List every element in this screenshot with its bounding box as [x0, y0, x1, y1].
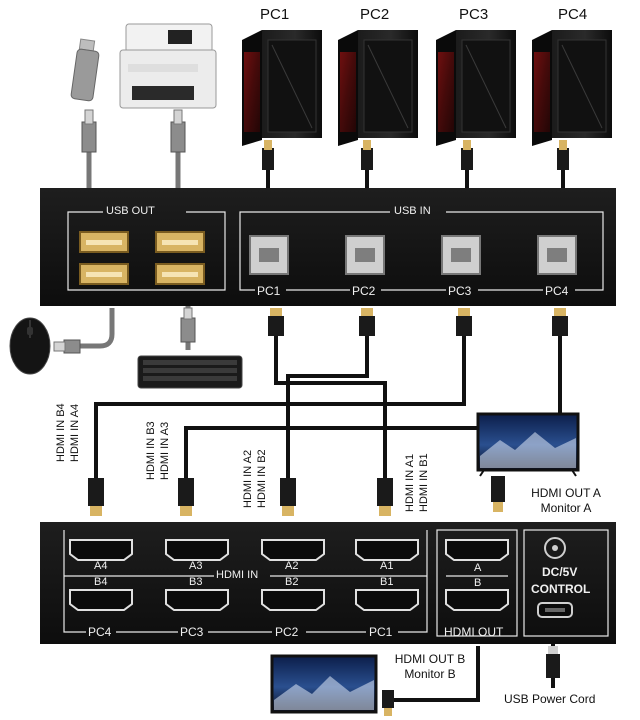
- mouse-usb-cable: [53, 308, 115, 354]
- pc1-tower: [242, 30, 322, 146]
- monitor-a-line2: Monitor A: [540, 501, 592, 515]
- hdmi-out-b-label: B: [474, 577, 482, 589]
- monitor-b-caption: HDMI OUT B Monitor B: [380, 652, 480, 682]
- cable-label-b1: HDMI IN B1: [418, 453, 430, 512]
- monitor-b: [270, 646, 480, 716]
- hdmi-out-a-label: A: [474, 562, 482, 574]
- usb-flash-drive: [70, 38, 100, 102]
- printer: [119, 23, 217, 109]
- pc2-title: PC2: [360, 6, 390, 23]
- pair-label-b4: B4: [94, 576, 108, 588]
- pc3-title: PC3: [459, 6, 489, 23]
- pc4-title: PC4: [558, 6, 588, 23]
- pair-label-b3: B3: [189, 576, 203, 588]
- cable-label-b2: HDMI IN B2: [256, 449, 268, 508]
- usb-power-cord-label: USB Power Cord: [504, 692, 596, 706]
- usb-in-port-label-pc2: PC2: [352, 284, 376, 298]
- hdmi-in-cable-labels: HDMI IN B4 HDMI IN A4 HDMI IN B3 HDMI IN…: [55, 403, 430, 512]
- usb-in-port-label-pc1: PC1: [257, 284, 281, 298]
- kvm-top-panel: [40, 188, 616, 306]
- cable-label-a1: HDMI IN A1: [404, 454, 416, 512]
- mouse: [9, 317, 51, 375]
- usb-in-port-label-pc3: PC3: [448, 284, 472, 298]
- usb-in-ports: [249, 235, 577, 275]
- pc-usb-cables: [262, 140, 569, 188]
- pair-label-b1: B1: [380, 576, 394, 588]
- hdmi-plugs-upper: [268, 308, 568, 336]
- keyboard-usb-cable: [180, 306, 196, 350]
- pc3-tower: [436, 30, 516, 146]
- pc4-tower: [532, 30, 612, 146]
- cable-label-a3: HDMI IN A3: [159, 422, 171, 480]
- monitor-a-caption: HDMI OUT A Monitor A: [510, 486, 622, 516]
- bottom-pc2-label: PC2: [275, 625, 299, 639]
- hdmi-in-label: HDMI IN: [216, 569, 259, 581]
- cable-label-b4: HDMI IN B4: [55, 403, 67, 462]
- hdmi-in-ports: [69, 539, 419, 611]
- pc2-tower: [338, 30, 418, 146]
- usb-in-port-label-pc4: PC4: [545, 284, 569, 298]
- bottom-pc4-label: PC4: [88, 625, 112, 639]
- pair-label-a1: A1: [380, 560, 394, 572]
- usb-out-label: USB OUT: [106, 205, 155, 217]
- bottom-pc3-label: PC3: [180, 625, 204, 639]
- usb-out-bracket: [67, 211, 226, 291]
- monitor-b-line2: Monitor B: [404, 667, 456, 681]
- monitor-a-line1: HDMI OUT A: [531, 486, 601, 500]
- peripheral-usb-cables: [81, 109, 186, 188]
- usb-power-cord: [546, 644, 560, 688]
- pair-label-a4: A4: [94, 560, 108, 572]
- monitor-b-line1: HDMI OUT B: [394, 652, 466, 666]
- power-dc-label: DC/5V: [542, 565, 578, 579]
- hdmi-out-section: [436, 529, 518, 637]
- usb-in-label: USB IN: [394, 205, 431, 217]
- keyboard: [137, 355, 243, 389]
- usb-out-ports: [79, 231, 205, 285]
- bottom-pc1-label: PC1: [369, 625, 393, 639]
- power-control-label: CONTROL: [531, 582, 591, 596]
- power-section: [523, 529, 609, 637]
- pair-label-a3: A3: [189, 560, 203, 572]
- pair-label-a2: A2: [285, 560, 299, 572]
- monitor-a: [476, 412, 580, 512]
- usb-in-bracket: [239, 211, 604, 291]
- hdmi-cables: [94, 330, 562, 478]
- cable-label-b3: HDMI IN B3: [145, 421, 157, 480]
- cable-label-a2: HDMI IN A2: [242, 450, 254, 508]
- kvm-bottom-panel: [40, 522, 616, 644]
- cable-label-a4: HDMI IN A4: [69, 404, 81, 462]
- hdmi-plugs-lower: [88, 478, 393, 516]
- hdmi-in-bracket: [63, 530, 428, 633]
- pc1-title: PC1: [260, 6, 290, 23]
- pair-label-b2: B2: [285, 576, 299, 588]
- hdmi-out-label: HDMI OUT: [444, 625, 504, 639]
